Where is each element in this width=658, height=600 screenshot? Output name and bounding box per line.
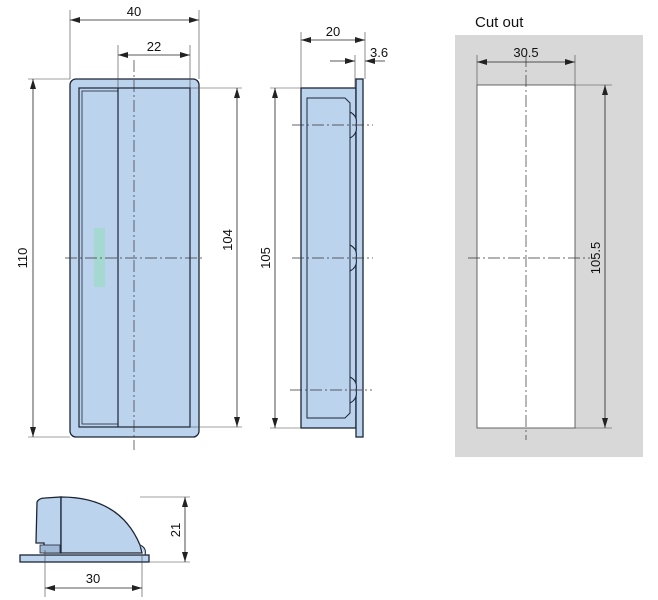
- dim-grip-width: 22: [147, 39, 161, 54]
- dim-cutout-width: 30.5: [513, 45, 538, 60]
- dim-depth: 20: [326, 24, 340, 39]
- dim-side-height: 105: [258, 247, 273, 269]
- dim-flange: 3.6: [370, 45, 388, 60]
- side-view: 20 3.6 105: [258, 24, 388, 438]
- profile-view: 21 30: [19, 496, 190, 597]
- dim-width: 40: [127, 4, 141, 19]
- dim-profile-length: 30: [86, 571, 100, 586]
- profile-plate: [19, 554, 150, 563]
- front-view: 40 22 110 104: [15, 4, 242, 450]
- dim-inner-height: 104: [220, 229, 235, 251]
- dim-height: 110: [15, 248, 30, 269]
- cutout-view: Cut out 30.5 105.5: [455, 14, 643, 457]
- profile-body: [60, 496, 143, 554]
- side-body: [300, 87, 357, 429]
- cutout-title: Cut out: [475, 14, 524, 31]
- profile-front: [35, 496, 62, 554]
- dim-cutout-height: 105.5: [588, 242, 603, 275]
- dim-profile-height: 21: [168, 523, 183, 537]
- handle-recess: [78, 87, 191, 428]
- finger-mark: [94, 228, 105, 287]
